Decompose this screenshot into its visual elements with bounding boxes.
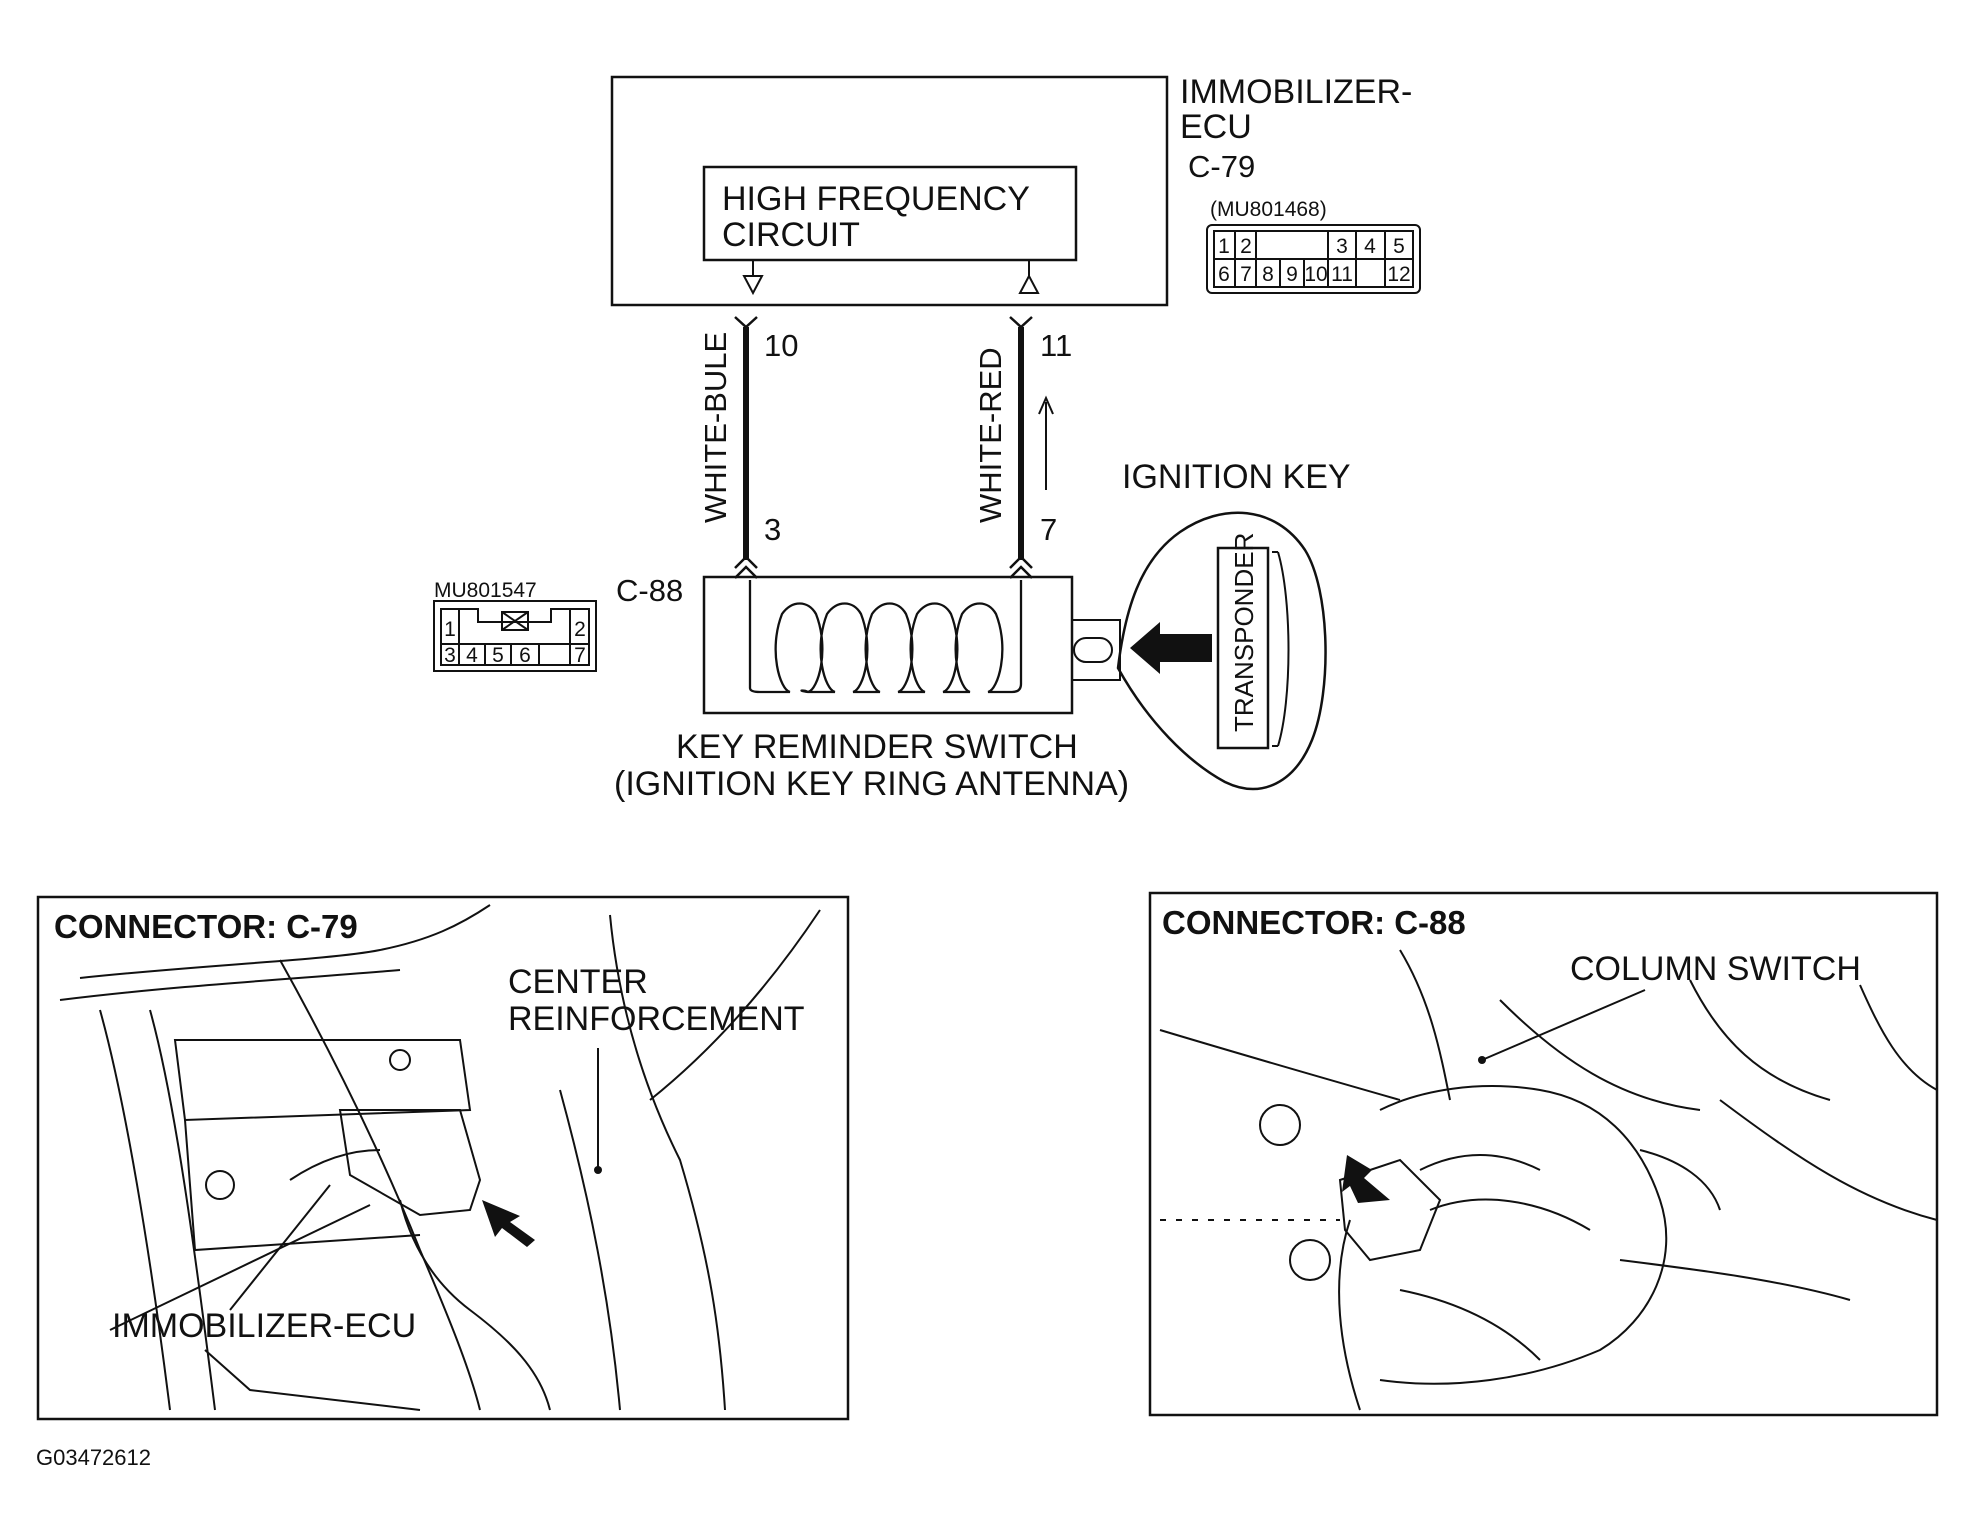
column-switch-label: COLUMN SWITCH xyxy=(1570,950,1861,988)
circuit-label-line1: HIGH FREQUENCY xyxy=(722,180,1030,218)
ignition-key-label: IGNITION KEY xyxy=(1122,458,1351,496)
figure-id: G03472612 xyxy=(36,1445,151,1470)
insert-arrow-icon xyxy=(1130,622,1212,674)
switch-name-line1: KEY REMINDER SWITCH xyxy=(676,728,1078,766)
c88-pin: 3 xyxy=(444,644,456,667)
c88-pin: 4 xyxy=(466,644,478,667)
center-reinforcement-label-2: REINFORCEMENT xyxy=(508,1000,805,1038)
transponder-label: TRANSPONDER xyxy=(1229,533,1259,732)
c88-pin: 6 xyxy=(519,644,531,667)
c79-connector-face: 1 2 3 4 5 6 7 8 9 10 11 12 xyxy=(1206,224,1421,294)
wire-white-red: WHITE-RED 11 7 xyxy=(973,316,1072,579)
blank-pin-icon xyxy=(501,611,529,631)
c79-pin: 7 xyxy=(1240,263,1252,286)
c79-pin: 10 xyxy=(1304,263,1327,286)
ecu-name-line2: ECU xyxy=(1180,108,1252,146)
connector-arrow-icon xyxy=(482,1200,535,1247)
center-reinforcement-label-1: CENTER xyxy=(508,963,648,1001)
ecu-box xyxy=(610,75,1169,307)
key-reminder-switch-box xyxy=(702,575,1074,715)
immobilizer-ecu-label: IMMOBILIZER-ECU xyxy=(112,1307,416,1345)
c88-connector-face: 1 2 3 4 5 6 7 xyxy=(433,600,597,672)
signal-direction-arrow-icon xyxy=(1038,395,1054,490)
column-switch-leader xyxy=(1481,989,1646,1061)
c79-pin: 3 xyxy=(1336,235,1348,258)
c79-pin: 5 xyxy=(1393,235,1405,258)
switch-connector-id: C-88 xyxy=(616,573,683,608)
circuit-input-triangle-icon xyxy=(1018,273,1040,294)
ecu-connector-id: C-79 xyxy=(1188,149,1255,184)
ecu-name-line1: IMMOBILIZER- xyxy=(1180,73,1412,111)
ecu-leader xyxy=(229,1184,331,1311)
photo-panel-c79: CONNECTOR: C-79 CENTER REINFORCEMENT IMM… xyxy=(36,895,850,1421)
photo-panel-c88: CONNECTOR: C-88 COLUMN SWITCH xyxy=(1148,891,1939,1417)
antenna-coil xyxy=(748,580,1023,694)
c79-pin: 12 xyxy=(1387,263,1410,286)
ecu-pin-10: 10 xyxy=(764,328,798,363)
wire-color-label: WHITE-BULE xyxy=(698,332,733,523)
c79-pin: 4 xyxy=(1364,235,1376,258)
wire-white-bule: WHITE-BULE 10 3 xyxy=(698,316,798,579)
c88-pin: 5 xyxy=(492,644,504,667)
circuit-label-line2: CIRCUIT xyxy=(722,216,860,254)
ecu-pin-11: 11 xyxy=(1040,328,1072,363)
c88-pin: 7 xyxy=(574,644,586,667)
c79-pin: 1 xyxy=(1218,235,1230,258)
wire-color-label: WHITE-RED xyxy=(973,347,1008,523)
c88-pin: 2 xyxy=(574,618,586,641)
switch-name-line2: (IGNITION KEY RING ANTENNA) xyxy=(614,765,1129,803)
c79-pin: 6 xyxy=(1218,263,1230,286)
high-frequency-circuit-box xyxy=(702,165,1078,262)
connector-arrow-icon xyxy=(1342,1155,1390,1203)
c79-pin: 8 xyxy=(1262,263,1274,286)
c88-pin: 1 xyxy=(444,618,456,641)
ignition-key-outline xyxy=(1116,511,1327,791)
circuit-output-triangle-icon xyxy=(742,275,764,296)
photo-title: CONNECTOR: C-88 xyxy=(1162,904,1466,941)
key-grip-lines xyxy=(1272,551,1290,747)
switch-connector-part-number: MU801547 xyxy=(434,579,537,602)
switch-pin-7: 7 xyxy=(1040,512,1057,547)
photo-title: CONNECTOR: C-79 xyxy=(54,908,358,945)
ecu-connector-part-number: (MU801468) xyxy=(1210,198,1327,221)
transponder-chip xyxy=(1216,546,1270,750)
c79-pin: 11 xyxy=(1331,263,1353,286)
c79-pin: 2 xyxy=(1240,235,1252,258)
c79-pin: 9 xyxy=(1286,263,1298,286)
switch-pin-3: 3 xyxy=(764,512,781,547)
